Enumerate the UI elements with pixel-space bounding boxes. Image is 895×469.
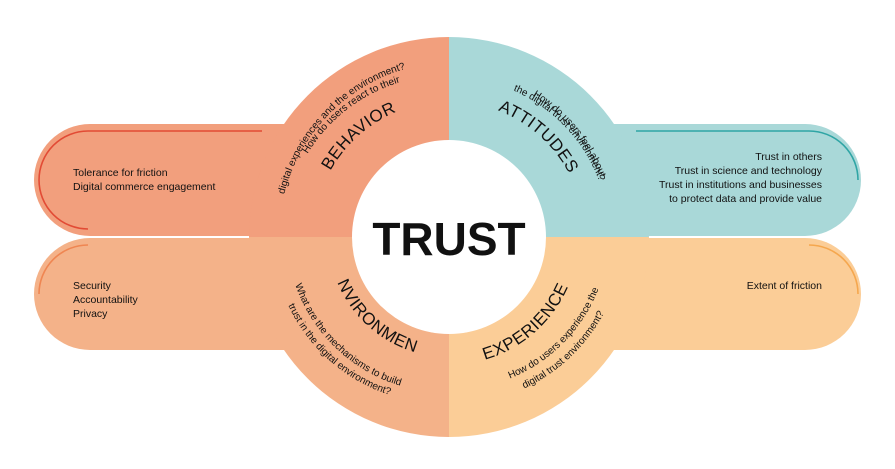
attitudes-item-list: Trust in others Trust in science and tec… — [659, 150, 822, 206]
experience-accent-line — [808, 244, 859, 295]
list-item: Security — [73, 280, 111, 292]
list-item: Digital commerce engagement — [73, 181, 216, 193]
experience-item-list: Extent of friction — [747, 279, 822, 293]
list-item: to protect data and provide value — [669, 193, 822, 205]
list-item: Trust in institutions and businesses — [658, 179, 822, 191]
behavior-accent-line — [38, 130, 262, 230]
list-item: Tolerance for friction — [73, 167, 168, 179]
list-item: Accountability — [73, 294, 138, 306]
list-item: Trust in others — [755, 151, 822, 163]
list-item: Privacy — [73, 308, 108, 320]
trust-center-circle — [352, 140, 546, 334]
attitudes-accent-line — [636, 130, 859, 181]
environment-accent-line — [38, 244, 89, 295]
list-item: Trust in science and technology — [674, 165, 822, 177]
trust-title: TRUST — [372, 213, 525, 265]
environment-item-list: Security Accountability Privacy — [73, 279, 138, 321]
behavior-item-list: Tolerance for friction Digital commerce … — [73, 166, 215, 194]
list-item: Extent of friction — [746, 280, 822, 292]
